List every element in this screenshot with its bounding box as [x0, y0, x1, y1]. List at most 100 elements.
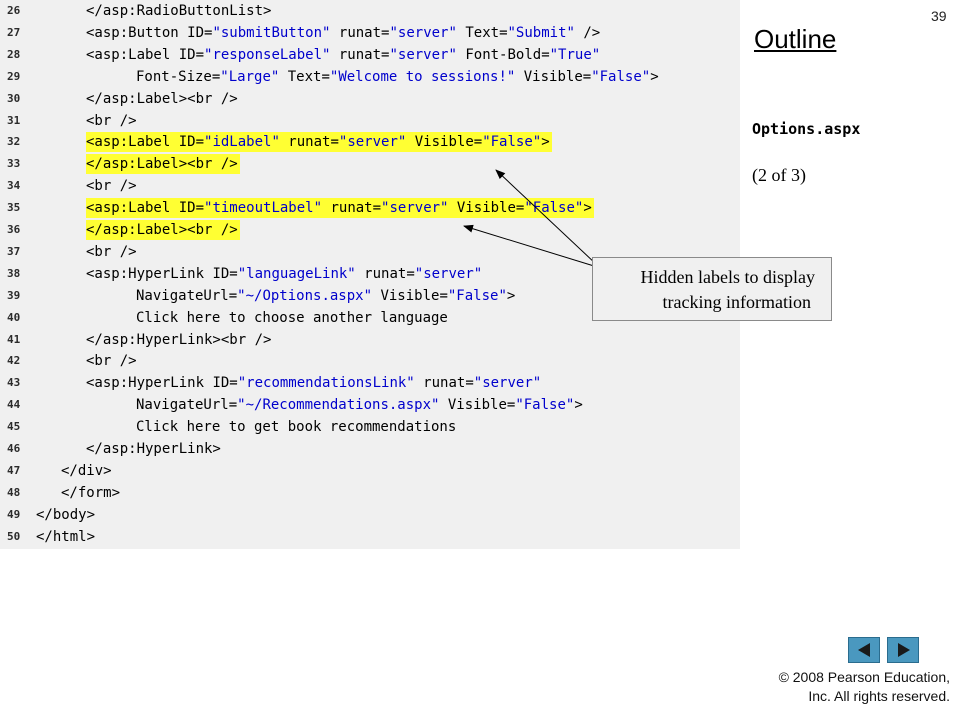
code-token: </asp:Label><br />	[86, 90, 238, 107]
code-text: <br />	[86, 176, 139, 196]
code-token: "server"	[473, 375, 542, 392]
code-text: NavigateUrl="~/Options.aspx" Visible="Fa…	[136, 286, 517, 306]
code-token: Click here to choose another language	[136, 309, 448, 326]
line-number: 37	[7, 244, 21, 258]
code-token: "False"	[482, 134, 542, 151]
code-text: Click here to get book recommendations	[136, 417, 458, 437]
code-token: "languageLink"	[237, 265, 356, 282]
code-token: runat=	[414, 375, 474, 392]
code-token: Font-Size=	[136, 68, 221, 85]
code-token: <asp:Button	[86, 24, 188, 41]
line-number: 38	[7, 266, 21, 280]
code-text: <br />	[86, 242, 139, 262]
code-token: </asp:HyperLink><br />	[86, 331, 272, 348]
code-token: "responseLabel"	[204, 46, 331, 63]
callout-box: Hidden labels to display tracking inform…	[592, 257, 832, 321]
code-token: <asp:HyperLink	[86, 375, 213, 392]
code-line: 34<br />	[0, 175, 740, 197]
code-token: Click here to get book recommendations	[136, 419, 457, 436]
code-line: 46</asp:HyperLink>	[0, 438, 740, 460]
code-text: <br />	[86, 111, 139, 131]
code-token: runat=	[355, 265, 415, 282]
next-slide-button[interactable]	[887, 637, 919, 663]
code-token: "False"	[524, 200, 584, 217]
code-token: <asp:HyperLink	[86, 265, 213, 282]
code-token: </div>	[61, 462, 112, 479]
code-token: runat=	[279, 134, 339, 151]
code-line: 44 NavigateUrl="~/Recommendations.aspx" V…	[0, 394, 740, 416]
code-text: Font-Size="Large" Text="Welcome to sessi…	[136, 67, 661, 87]
code-line: 35<asp:Label ID="timeoutLabel" runat="se…	[0, 197, 740, 219]
line-number: 33	[7, 157, 21, 171]
code-text: <asp:HyperLink ID="languageLink" runat="…	[86, 264, 484, 284]
highlighted-code: <asp:Label ID="timeoutLabel" runat="serv…	[86, 198, 594, 219]
line-number: 36	[7, 223, 21, 236]
line-number: 30	[7, 91, 21, 105]
code-token: "server"	[381, 200, 449, 217]
code-text: <asp:Label ID="responseLabel" runat="ser…	[86, 45, 602, 65]
code-line: 37 <br />	[0, 241, 740, 263]
code-line: 32<asp:Label ID="idLabel" runat="server"…	[0, 131, 740, 153]
previous-slide-button[interactable]	[848, 637, 880, 663]
line-number: 49	[7, 507, 21, 521]
code-token: <asp:Label	[86, 46, 179, 63]
copyright-line-1: © 2008 Pearson Education,	[778, 669, 950, 685]
code-text: </html>	[36, 527, 97, 547]
file-name: Options.aspx	[752, 120, 861, 138]
code-line: 30 </asp:Label><br />	[0, 88, 740, 110]
code-token: </form>	[61, 484, 121, 501]
code-token: Visible=	[372, 287, 448, 304]
code-token: ID=	[178, 200, 205, 217]
line-number: 44	[7, 398, 21, 412]
code-line: 48 </form>	[0, 482, 740, 504]
code-text: </asp:Label><br />	[86, 89, 240, 109]
code-text: Click here to choose another language	[136, 308, 450, 328]
code-token: "Submit"	[507, 24, 575, 41]
slide-number: 39	[931, 8, 947, 24]
code-token: "server"	[338, 134, 407, 151]
code-token: "~/Options.aspx"	[237, 287, 373, 304]
code-token: <asp:Label	[86, 134, 179, 151]
copyright-line-2: Inc. All rights reserved.	[808, 688, 950, 704]
line-number: 39	[7, 288, 21, 302]
code-line: 33 </asp:Label><br />	[0, 153, 740, 175]
highlighted-code: </asp:Label><br />	[86, 154, 240, 175]
code-token: </html>	[36, 528, 96, 545]
code-token: "server"	[389, 46, 457, 63]
code-line: 50</html>	[0, 526, 740, 548]
code-text: <asp:HyperLink ID="recommendationsLink" …	[86, 373, 543, 393]
code-line: 36</asp:Label><br />	[0, 219, 740, 241]
callout-line-2: tracking information	[662, 292, 811, 312]
code-text: </asp:RadioButtonList>	[86, 1, 273, 21]
code-token: Visible=	[439, 397, 516, 414]
code-token: "False"	[591, 68, 651, 85]
code-line: 31<br />	[0, 110, 740, 132]
code-token: <br />	[86, 243, 137, 260]
line-number: 47	[7, 463, 21, 477]
code-token: "recommendationsLink"	[237, 375, 415, 392]
copyright-notice: © 2008 Pearson Education, Inc. All right…	[779, 668, 950, 706]
outline-title[interactable]: Outline	[754, 24, 837, 54]
code-token: Visible=	[448, 200, 525, 217]
code-token: Font-Bold=	[456, 46, 550, 63]
code-token: ID=	[178, 46, 205, 63]
code-token: >	[650, 68, 659, 85]
code-token: <br />	[86, 178, 137, 195]
code-token: runat=	[330, 24, 390, 41]
code-text: NavigateUrl="~/Recommendations.aspx" Vis…	[136, 395, 585, 415]
code-token: runat=	[322, 200, 382, 217]
line-number: 48	[7, 485, 21, 499]
code-token: ID=	[212, 265, 238, 282]
code-token: </asp:RadioButtonList>	[86, 3, 272, 19]
code-token: Text=	[279, 68, 330, 85]
code-token: "Welcome to sessions!"	[329, 68, 516, 85]
code-token: "False"	[515, 397, 575, 414]
code-line: 42<br />	[0, 350, 740, 372]
code-line: 49</body>	[0, 504, 740, 526]
callout-line-1: Hidden labels to display	[640, 267, 815, 287]
code-line: 28<asp:Label ID="responseLabel" runat="s…	[0, 44, 740, 66]
line-number: 32	[7, 135, 21, 149]
code-token: "timeoutLabel"	[204, 200, 323, 217]
